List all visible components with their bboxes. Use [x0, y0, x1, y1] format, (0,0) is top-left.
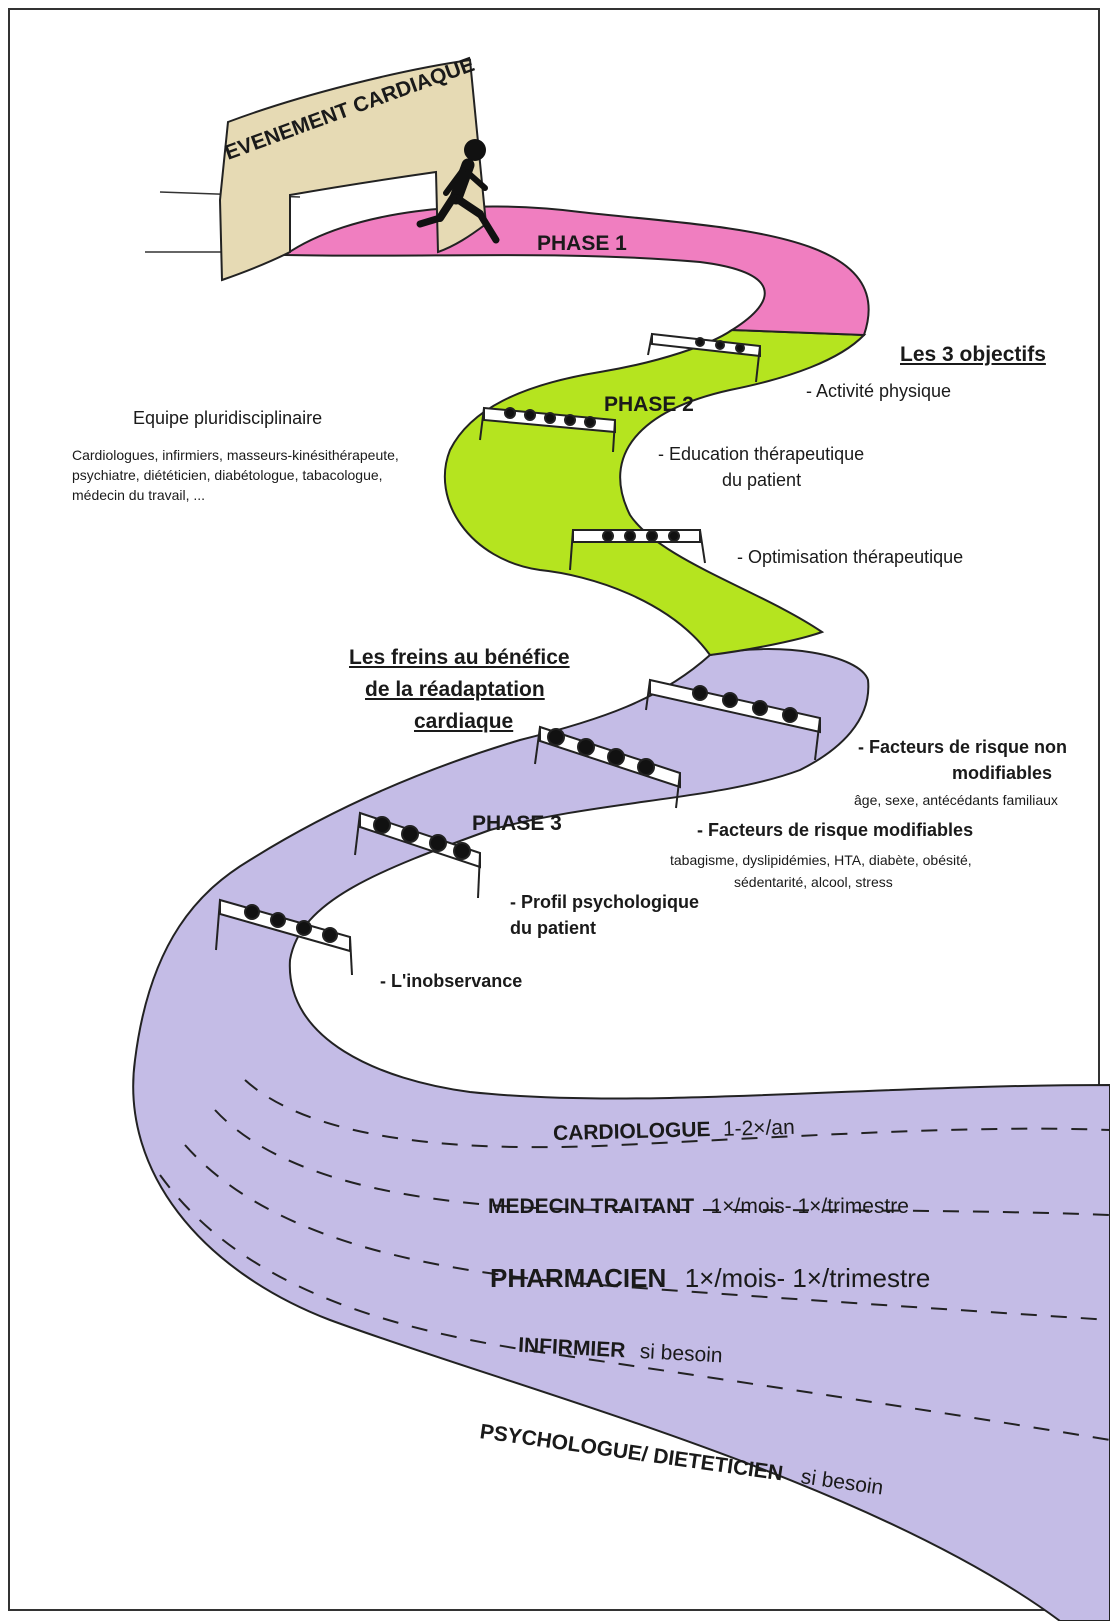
brake-detail: sédentarité, alcool, stress [734, 874, 893, 890]
objective-item: - Activité physique [806, 381, 952, 401]
diagram-frame [8, 8, 1100, 1611]
brake-item: - L'inobservance [380, 971, 523, 991]
hurdles [215, 332, 821, 976]
brake-item: modifiables [952, 763, 1053, 783]
phase2-road [443, 328, 867, 657]
hurdle [215, 898, 353, 976]
brake-item: - Facteurs de risque modifiables [697, 820, 974, 840]
objective-item: du patient [722, 470, 802, 490]
followup-role: MEDECIN TRAITANT [488, 1195, 695, 1218]
followup-row-pharmacien: PHARMACIEN 1×/mois- 1×/trimestre [490, 1263, 930, 1294]
hurdle [354, 811, 481, 899]
followup-freq: 1×/mois- 1×/trimestre [710, 1195, 909, 1218]
phase3-label: PHASE 3 [472, 812, 562, 835]
objectives-title: Les 3 objectifs [900, 343, 1046, 366]
team-line: psychiatre, diététicien, diabétologue, t… [72, 467, 383, 483]
brake-detail: tabagisme, dyslipidémies, HTA, diabète, … [670, 852, 972, 868]
phase1-label: PHASE 1 [537, 232, 627, 255]
followup-role: CARDIOLOGUE [552, 1118, 711, 1146]
brake-item: du patient [510, 918, 596, 938]
brakes-title: de la réadaptation [365, 678, 545, 701]
objective-item: - Education thérapeutique [658, 444, 865, 464]
brake-detail: âge, sexe, antécédants familiaux [854, 792, 1058, 808]
phase3-road [132, 648, 1110, 1621]
hurdle [645, 678, 821, 761]
phase2-label: PHASE 2 [604, 393, 694, 416]
hurdle [534, 725, 681, 809]
brake-item: - Facteurs de risque non [858, 737, 1068, 757]
brakes-title: Les freins au bénéfice [349, 646, 570, 669]
team-title: Equipe pluridisciplinaire [133, 408, 323, 428]
objective-item: - Optimisation thérapeutique [737, 547, 964, 567]
followup-role: PHARMACIEN [490, 1263, 667, 1293]
hurdle [479, 406, 616, 453]
hurdle [647, 332, 761, 383]
follow-up-lanes [159, 1079, 1110, 1441]
arch-banner [218, 58, 488, 282]
followup-freq: 1×/mois- 1×/trimestre [684, 1263, 931, 1293]
followup-freq: si besoin [639, 1340, 724, 1368]
followup-freq: 1-2×/an [722, 1115, 796, 1141]
followup-row-medecin: MEDECIN TRAITANT 1×/mois- 1×/trimestre [488, 1195, 909, 1219]
brakes-title: cardiaque [414, 710, 514, 733]
followup-role: INFIRMIER [517, 1333, 626, 1363]
runner-icon [416, 139, 500, 244]
team-line: médecin du travail, ... [72, 487, 206, 503]
brake-item: - Profil psychologique [510, 892, 700, 912]
team-line: Cardiologues, infirmiers, masseurs-kinés… [72, 447, 399, 463]
hurdle [569, 529, 706, 571]
phase1-road [281, 205, 870, 337]
